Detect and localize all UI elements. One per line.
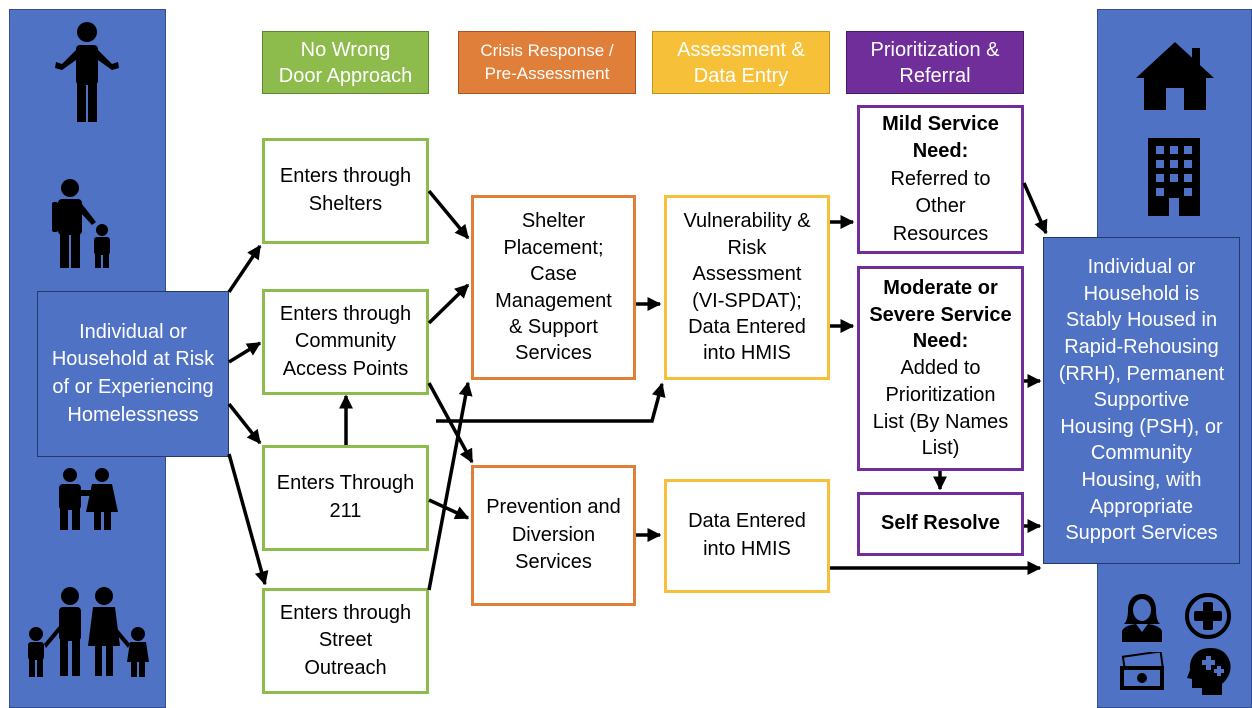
arrow-community-placement [427,283,470,325]
stably-housed-outcome-box: Individual or Household is Stably Housed… [1043,237,1240,564]
medical-cross-icon [1185,593,1231,639]
arrow-individual-211 [227,402,262,445]
arrow-shelters-placement [427,189,470,240]
vulnerability-assessment-box: Vulnerability & Risk Assessment (VI-SPDA… [664,195,830,380]
arrow-211-prevention [428,498,470,520]
self-resolve-box: Self Resolve [857,492,1024,556]
parent-child-icon [52,179,110,268]
header-prioritization: Prioritization & Referral [846,31,1024,94]
mental-health-icon [1187,648,1231,695]
enters-211-box: Enters Through 211 [262,445,429,551]
moderate-service-body: Added to Prioritization List (By Names L… [872,357,1009,460]
arrow-community-prevention [427,382,474,464]
prevention-diversion-box: Prevention and Diversion Services [471,465,636,606]
couple-icon [59,468,118,530]
moderate-severe-need-box: Moderate or Severe Service Need: Added t… [857,266,1024,471]
header-crisis-response: Crisis Response / Pre-Assessment [458,31,636,94]
enters-outreach-box: Enters through Street Outreach [262,588,429,694]
header-no-wrong-door: No Wrong Door Approach [262,31,429,94]
apartment-building-icon [1148,138,1200,216]
data-entered-box: Data Entered into HMIS [664,479,830,593]
money-icon [1120,652,1165,690]
arrow-individual-shelters [227,244,262,293]
enters-shelters-box: Enters through Shelters [262,138,429,244]
person-shrug-icon [55,22,119,122]
house-icon [1136,42,1214,110]
mild-service-title: Mild Service Need: [882,112,999,163]
arrow-to-vulnerability [436,382,666,423]
enters-community-box: Enters through Community Access Points [262,289,429,395]
moderate-service-title: Moderate or Severe Service Need: [869,276,1012,353]
individual-at-risk-box: Individual or Household at Risk of or Ex… [37,291,229,457]
mild-service-need-box: Mild Service Need: Referred to Other Res… [857,105,1024,254]
caseworker-icon [1122,594,1162,642]
mild-service-body: Referred to Other Resources [890,167,991,245]
arrow-mild-outcome [1022,182,1048,235]
arrow-outreach-placement [427,381,473,591]
shelter-placement-box: Shelter Placement; Case Management & Sup… [471,195,636,380]
arrow-individual-outreach [227,453,269,586]
header-assessment: Assessment & Data Entry [652,31,830,94]
arrow-individual-community [228,341,262,364]
family-icon [28,587,149,677]
